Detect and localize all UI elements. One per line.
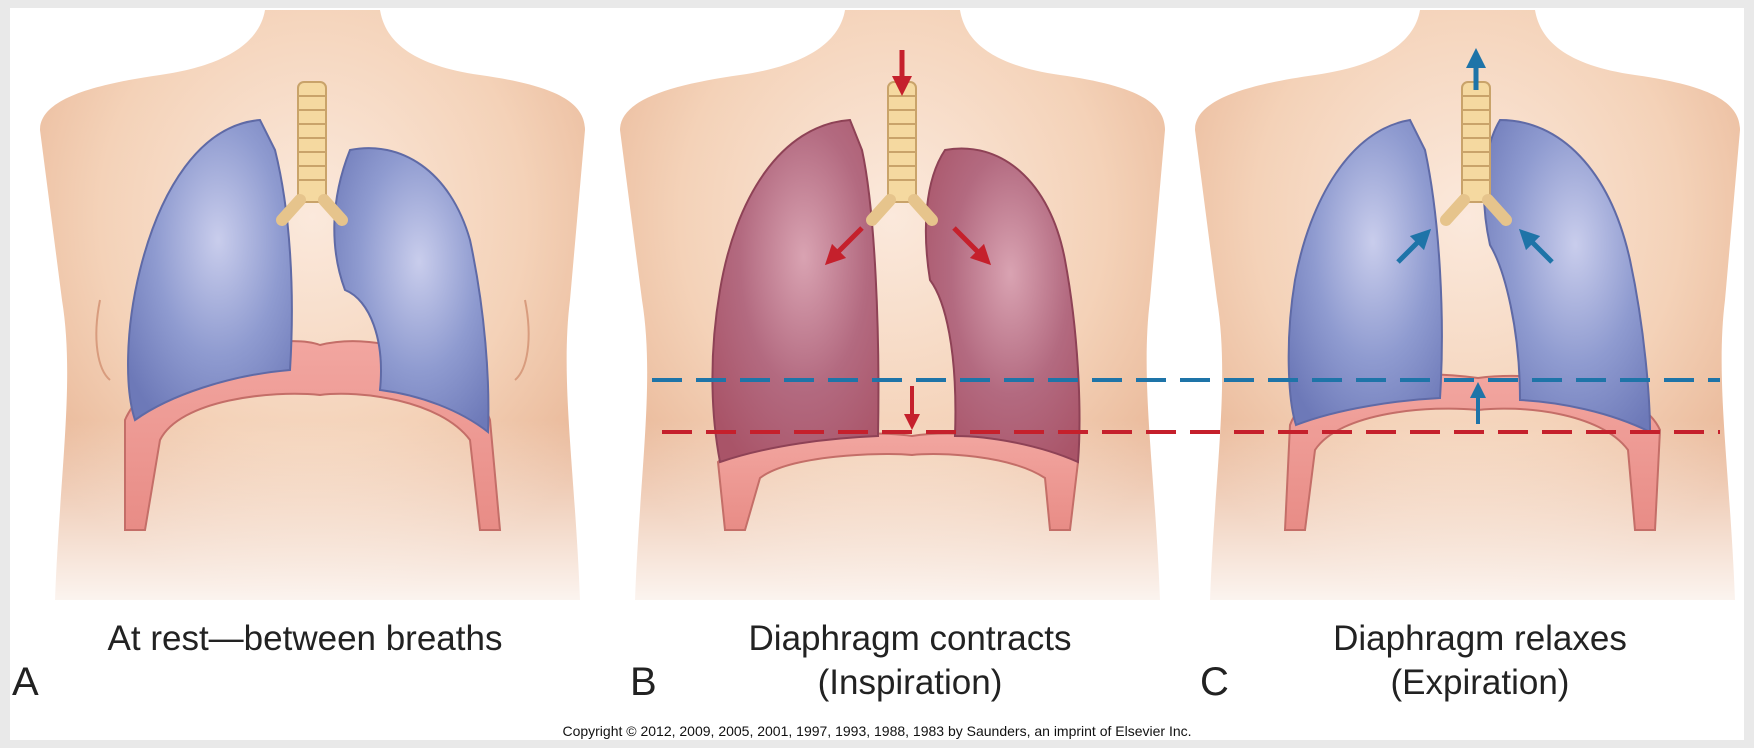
panel-b-caption-sub: (Inspiration) xyxy=(660,662,1160,704)
panel-b-letter: B xyxy=(630,660,657,705)
panel-c-letter: C xyxy=(1200,660,1229,705)
panel-c-caption-sub: (Expiration) xyxy=(1230,662,1730,704)
panel-a-letter: A xyxy=(12,660,39,705)
panel-b-caption: Diaphragm contracts xyxy=(660,618,1160,660)
panel-c-caption: Diaphragm relaxes xyxy=(1230,618,1730,660)
panel-a-caption: At rest—between breaths xyxy=(55,618,555,660)
copyright-notice: Copyright © 2012, 2009, 2005, 2001, 1997… xyxy=(0,723,1754,739)
